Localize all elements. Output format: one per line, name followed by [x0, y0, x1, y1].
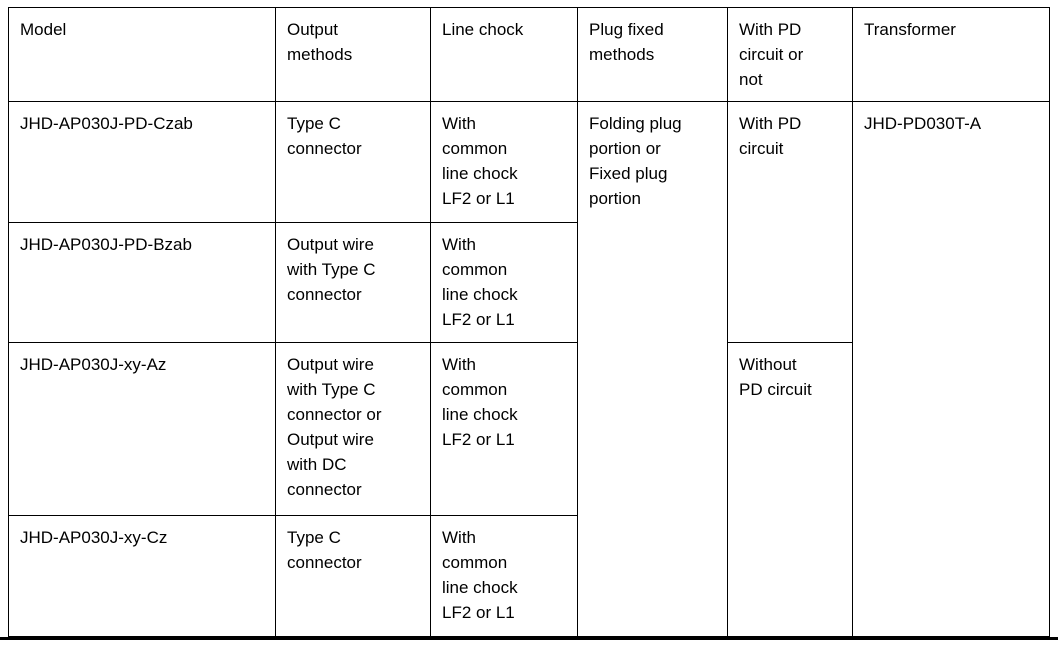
column-header-plug-fixed-methods-label: Plug fixed methods — [589, 20, 664, 64]
column-header-line-chock: Line chock — [430, 7, 578, 102]
table-row: JHD-AP030J-PD-Bzab Output wire with Type… — [8, 221, 1050, 344]
cell-line-chock: With common line chock LF2 or L1 — [430, 342, 578, 517]
cell-pd-circuit-without-merged: Without PD circuit — [727, 342, 853, 637]
cell-line-chock-value: With common line chock LF2 or L1 — [442, 355, 518, 450]
cell-output-methods: Type C connector — [275, 101, 431, 223]
cell-pd-circuit-with-merged: With PD circuit — [727, 100, 853, 344]
column-header-transformer: Transformer — [852, 7, 1050, 102]
cell-model-value: JHD-AP030J-PD-Bzab — [20, 234, 192, 254]
cell-output-methods-value: Output wire with Type C connector — [287, 234, 376, 304]
cell-transformer-value: JHD-PD030T-A — [864, 114, 982, 133]
cell-model-value: JHD-AP030J-PD-Czab — [20, 114, 193, 133]
cell-output-methods-value: Type C connector — [287, 114, 362, 158]
cell-model: JHD-AP030J-PD-Czab — [8, 101, 276, 223]
cell-model: JHD-AP030J-xy-Cz — [8, 515, 276, 637]
cell-output-methods: Type C connector — [275, 515, 431, 637]
cell-pd-circuit-with-value: With PD circuit — [739, 114, 802, 158]
cell-plug-fixed-methods-merged: Folding plug portion or Fixed plug porti… — [577, 101, 728, 637]
page-bottom-rule — [0, 637, 1058, 640]
cell-output-methods: Output wire with Type C connector — [275, 221, 431, 344]
cell-model: JHD-AP030J-xy-Az — [8, 342, 276, 517]
cell-transformer-merged: JHD-PD030T-A — [852, 101, 1050, 637]
column-header-plug-fixed-methods: Plug fixed methods — [577, 7, 728, 102]
table-header-row: Model Output methods Line chock Plug fix… — [8, 7, 1050, 102]
cell-model-value: JHD-AP030J-xy-Az — [20, 355, 167, 375]
column-header-model-label: Model — [20, 20, 67, 39]
column-header-pd-circuit: With PD circuit or not — [727, 7, 853, 102]
column-header-output-methods: Output methods — [275, 7, 431, 102]
cell-pd-circuit-without-value: Without PD circuit — [739, 355, 812, 400]
table-row: JHD-AP030J-xy-Az Output wire with Type C… — [8, 342, 1050, 637]
cell-plug-fixed-methods-value: Folding plug portion or Fixed plug porti… — [589, 114, 682, 208]
cell-model: JHD-AP030J-PD-Bzab — [8, 221, 276, 344]
cell-output-methods: Output wire with Type C connector or Out… — [275, 342, 431, 517]
cell-line-chock-value: With common line chock LF2 or L1 — [442, 234, 518, 329]
column-header-model: Model — [8, 7, 276, 102]
cell-model-value: JHD-AP030J-xy-Cz — [20, 528, 168, 548]
cell-output-methods-value: Output wire with Type C connector or Out… — [287, 355, 382, 500]
table-row: JHD-AP030J-PD-Czab Type C connector With… — [8, 100, 1050, 637]
cell-line-chock-value: With common line chock LF2 or L1 — [442, 528, 518, 623]
cell-line-chock: With common line chock LF2 or L1 — [430, 221, 578, 344]
column-header-output-methods-label: Output methods — [287, 20, 353, 64]
cell-line-chock: With common line chock LF2 or L1 — [430, 515, 578, 637]
column-header-line-chock-label: Line chock — [442, 20, 524, 39]
cell-line-chock-value: With common line chock LF2 or L1 — [442, 114, 518, 208]
cell-output-methods-value: Type C connector — [287, 528, 362, 573]
specification-table: Model Output methods Line chock Plug fix… — [8, 7, 1050, 637]
cell-line-chock: With common line chock LF2 or L1 — [430, 101, 578, 223]
table-row: JHD-AP030J-xy-Cz Type C connector With c… — [8, 515, 1050, 637]
column-header-pd-circuit-label: With PD circuit or not — [739, 20, 804, 89]
column-header-transformer-label: Transformer — [864, 20, 956, 39]
